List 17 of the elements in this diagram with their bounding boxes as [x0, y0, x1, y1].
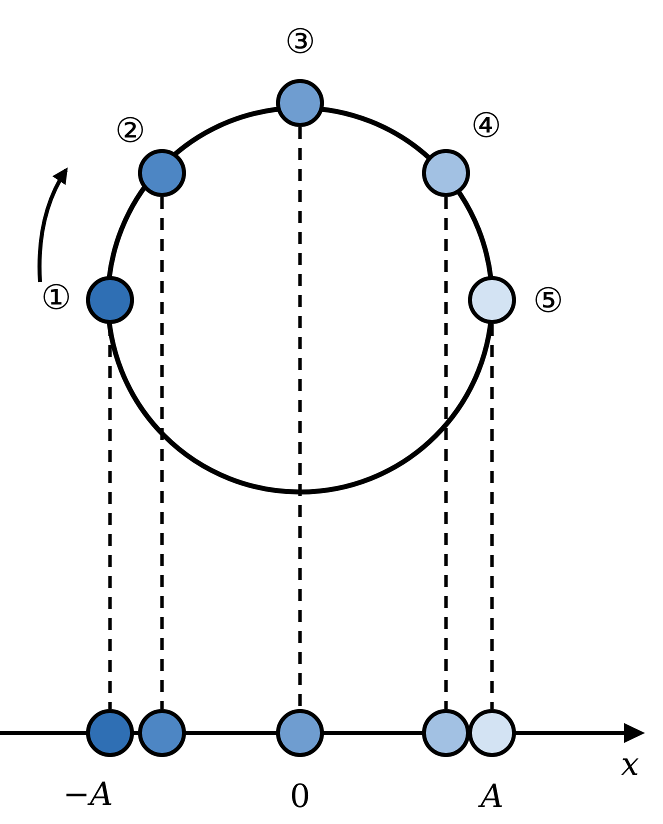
ball: [422, 709, 470, 757]
circled-number: ③: [285, 25, 315, 59]
circled-number: ④: [471, 109, 501, 143]
circled-number: ①: [41, 281, 71, 315]
ball: [138, 149, 186, 197]
dashed-line: [298, 127, 302, 709]
dashed-line: [444, 197, 448, 709]
ball: [422, 149, 470, 197]
circled-number: ②: [115, 114, 145, 148]
axis-name: x: [620, 748, 640, 780]
circled-number: ⑤: [533, 284, 563, 318]
dashed-line: [160, 197, 164, 709]
dashed-line: [490, 324, 494, 709]
axis-label: A: [480, 780, 504, 812]
ball: [468, 709, 516, 757]
axis-label: −A: [63, 778, 113, 810]
axis-label: 0: [290, 780, 310, 812]
